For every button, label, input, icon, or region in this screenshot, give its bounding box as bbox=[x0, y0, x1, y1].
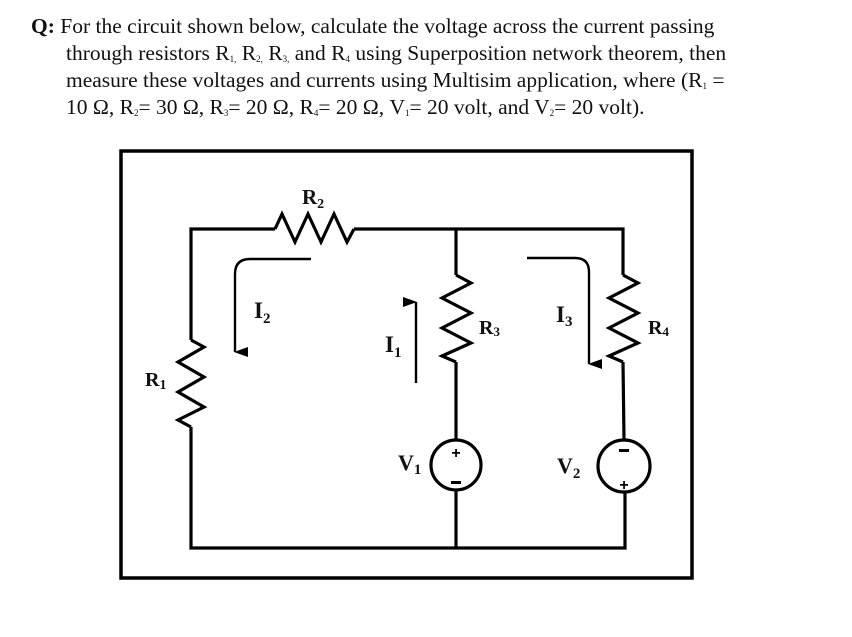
label-v1: V1 bbox=[398, 450, 421, 478]
current-arrow-i3 bbox=[527, 256, 602, 369]
label-i1: I1 bbox=[385, 332, 401, 361]
question-line-2: through resistors R1, R2, R3, and R4 usi… bbox=[66, 41, 727, 65]
v1-minus-sign bbox=[451, 481, 461, 484]
question-prefix: Q: bbox=[31, 14, 55, 38]
resistor-r2 bbox=[273, 210, 356, 246]
label-r3: R3 bbox=[479, 317, 500, 339]
current-arrow-i2 bbox=[233, 257, 311, 357]
question-line-3: measure these voltages and currents usin… bbox=[66, 68, 725, 92]
label-r4: R4 bbox=[648, 317, 669, 339]
voltage-source-v2: + bbox=[596, 438, 652, 494]
v2-plus-sign: + bbox=[619, 477, 628, 494]
wire-left-bottom bbox=[189, 427, 627, 550]
resistor-r4 bbox=[605, 273, 642, 364]
label-r1: R1 bbox=[145, 369, 166, 393]
v2-minus-sign bbox=[619, 449, 629, 452]
label-i2: I2 bbox=[254, 298, 270, 327]
diagram-frame bbox=[119, 149, 694, 580]
v1-plus-sign: + bbox=[451, 445, 460, 462]
wire-top-right bbox=[354, 227, 625, 275]
question-line-4: 10 Ω, R2= 30 Ω, R3= 20 Ω, R4= 20 Ω, V1= … bbox=[66, 95, 645, 119]
question-line-1: Q: For the circuit shown below, calculat… bbox=[31, 14, 715, 38]
question-text: Q: For the circuit shown below, calculat… bbox=[31, 13, 801, 121]
label-v2: V2 bbox=[557, 453, 580, 482]
resistor-r1 bbox=[174, 338, 208, 429]
resistor-r3 bbox=[438, 273, 475, 364]
voltage-source-v1: + bbox=[429, 438, 483, 492]
wire-top-left bbox=[189, 227, 275, 340]
label-i3: I3 bbox=[556, 302, 572, 330]
wire-r4-to-v2 bbox=[621, 361, 626, 440]
label-r2: R2 bbox=[302, 185, 324, 212]
